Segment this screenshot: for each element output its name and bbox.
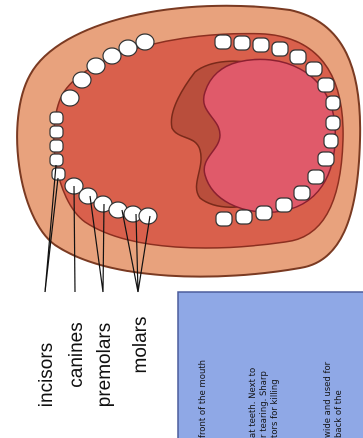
note-line-4: tors for killing [270,379,280,438]
label-incisors: incisors [36,343,57,407]
label-molars: molars [130,316,151,373]
note-line-1: front of the mouth [198,360,208,438]
note-line-6: wide and used for [323,361,333,438]
note-line-7: back of the [334,390,344,438]
front-incisors [50,112,65,180]
tongue [204,59,336,212]
note-line-3: r tearing. Sharp [259,371,269,438]
note-line-2: at teeth. Next to [248,368,258,438]
label-premolars: premolars [94,323,115,407]
label-canines: canines [66,322,87,388]
